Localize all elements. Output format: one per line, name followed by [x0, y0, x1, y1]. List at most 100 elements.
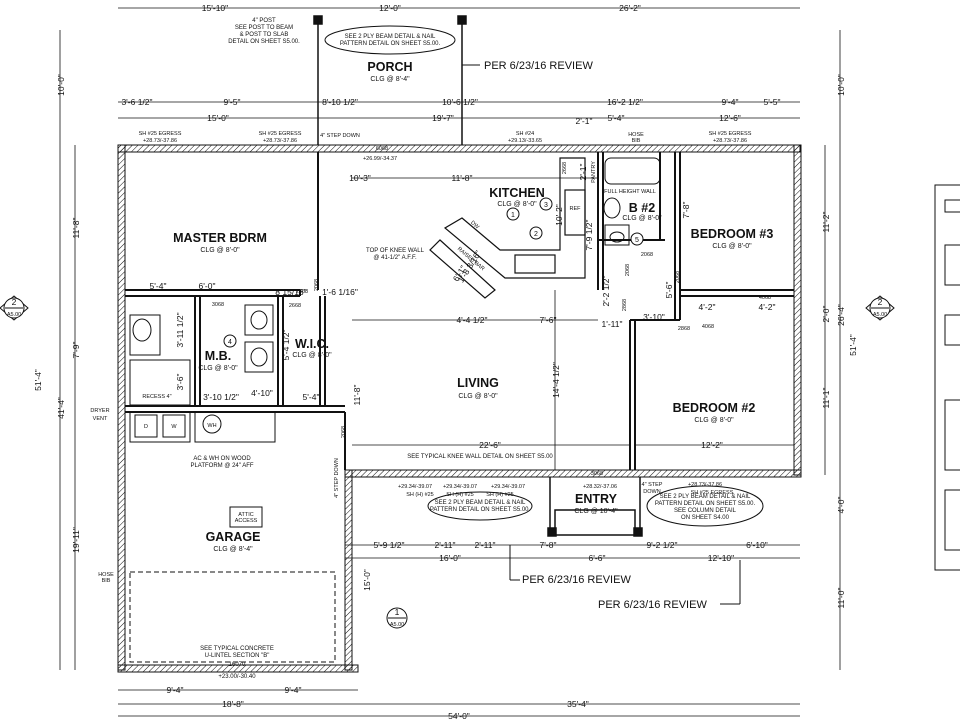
room-garage: GARAGE [206, 530, 261, 544]
note-ref: REF [570, 206, 582, 212]
door-tag-4: 2868 [678, 326, 690, 332]
dim-int-14: 2'-2 1/2" [601, 275, 611, 306]
door-tag-13: 2868 [296, 289, 308, 295]
room-bed2-clg: CLG @ 8'-0" [694, 417, 734, 424]
dim-bottom1-f: 6'-10" [746, 540, 768, 550]
note-step-side: 4" STEP DOWN [334, 458, 340, 498]
note-pb-4: +28.32/-37.06 [583, 484, 617, 490]
dim-left2-a: 51'-4" [33, 369, 43, 391]
room-bed2: BEDROOM #2 [673, 401, 756, 415]
label-washer-w: W [171, 424, 177, 430]
note-pb-2: +29.34/-39.07 [443, 484, 477, 490]
note-egress3-a: SH #25 EGRESS [709, 131, 752, 137]
note-sh24-a: SH #24 [516, 131, 534, 137]
section-marker-bottom: 1 A5.00 [386, 607, 408, 629]
dim-int-1: 5'-4" [150, 281, 167, 291]
note-pb-1: +29.34/-39.07 [398, 484, 432, 490]
dim-top3-c: 2'-1" [576, 116, 593, 126]
dim-top3-e: 12'-6" [719, 113, 741, 123]
dim-int-12: 10'-2" [554, 204, 564, 226]
dim-bottom3-a: 9'-4" [167, 685, 184, 695]
dim-left1-a: 10'-0" [56, 74, 66, 96]
note-dryer-b: VENT [93, 416, 108, 422]
dim-bottom2-b: 6'-6" [589, 553, 606, 563]
review-note-mid: PER 6/23/16 REVIEW [522, 574, 631, 586]
note-hose-side-b: BIB [102, 578, 111, 584]
dim-bed2-width: 12'-2" [701, 440, 723, 450]
note-post-4: DETAIL ON SHEET S5.00. [228, 39, 300, 45]
section-marker-right: 2 A5.00 [865, 295, 895, 321]
room-wic-clg: CLG @ 8'-0" [292, 352, 332, 359]
dim-bottom1-d: 7'-8" [540, 540, 557, 550]
note-attic-2: ACCESS [235, 518, 258, 524]
dim-top3-b: 19'-7" [432, 113, 454, 123]
dim-top1-b: 12'-0" [379, 3, 401, 13]
dim-living-width: 22'-6" [479, 440, 501, 450]
note-sh-2: SH (H) #25 [446, 492, 474, 498]
dim-right1-c: 2'-0" [821, 306, 831, 323]
note-hose-side-a: HOSE [98, 572, 114, 578]
marker-left-num: 2 [12, 297, 17, 307]
room-bed3: BEDROOM #3 [691, 227, 774, 241]
note-full-wall: FULL HEIGHT WALL [604, 189, 656, 195]
room-entry-clg: CLG @ 10'-4" [574, 508, 618, 515]
tag-4: 4 [228, 339, 232, 346]
note-pantry: PANTRY [591, 161, 597, 183]
dim-bottom1-b: 2'-11" [434, 540, 455, 550]
dim-top2-a: 3'-6 1/2" [121, 97, 152, 107]
note-beam-br-2: PATTERN DETAIL ON SHEET S5.00. [655, 501, 756, 507]
note-egress2-b: +28.73/-37.86 [263, 138, 297, 144]
note-egress2-a: SH #25 EGRESS [259, 131, 302, 137]
dim-int-5: 4'-4 1/2" [456, 315, 487, 325]
dimension-lines [59, 7, 841, 717]
door-tag-3: 2068 [314, 279, 320, 291]
note-sh-3: SH (H) #25 [486, 492, 514, 498]
dim-bed3-height: 7'-8" [681, 202, 691, 219]
dim-top3-d: 5'-4" [608, 113, 625, 123]
dim-bottom4-b: 35'-4" [567, 699, 589, 709]
room-mb-clg: CLG @ 8'-0" [198, 365, 238, 372]
adjacent-sheet-fragment [934, 184, 960, 571]
kitchen-counter [429, 157, 586, 299]
dim-int-3: 8 15/16" [275, 287, 306, 297]
door-tag-1: 3068 [212, 302, 224, 308]
note-hose-top-a: HOSE [628, 132, 644, 138]
room-wic: W.I.C. [295, 337, 329, 351]
tag-1: 1 [511, 212, 515, 219]
note-egress1-b: +28.73/-37.86 [143, 138, 177, 144]
note-beam-br-3: SEE COLUMN DETAIL [674, 508, 737, 514]
room-porch: PORCH [367, 60, 412, 74]
room-mb: M.B. [205, 349, 231, 363]
note-ac-2: PLATFORM @ 24" AFF [190, 463, 253, 469]
dim-bottom3-b: 9'-4" [285, 685, 302, 695]
tag-2: 2 [534, 231, 538, 238]
dim-left1-c: 7'-9" [71, 342, 81, 359]
dim-living-height: 14'-4 1/2" [551, 362, 561, 398]
note-attic-1: ATTIC [238, 512, 254, 518]
note-recess: RECESS 4" [142, 394, 171, 400]
dim-int-2: 6'-0" [199, 281, 216, 291]
room-bath2-clg: CLG @ 8'-0" [622, 215, 662, 222]
note-step-entry-2: DOWN [643, 489, 660, 495]
note-pb-5: +28.73/-37.86 [688, 482, 722, 488]
note-knee-top-1: TOP OF KNEE WALL [366, 248, 425, 254]
note-pb-3: +29.34/-39.07 [491, 484, 525, 490]
dim-top2-f: 9'-4" [722, 97, 739, 107]
marker-bottom-num: 1 [395, 607, 400, 617]
section-marker-left: 2 A5.00 [0, 295, 29, 321]
marker-left-sheet: A5.00 [7, 312, 21, 318]
door-tag-7: 2668 [562, 162, 568, 174]
marker-right-sheet: A5.00 [873, 312, 887, 318]
dim-porch-vertical: 15'-0" [362, 569, 372, 591]
note-pressure-top: +26.99/-34.37 [363, 156, 397, 162]
review-note-bottom: PER 6/23/16 REVIEW [598, 599, 707, 611]
marker-bottom-sheet: A5.00 [390, 622, 404, 628]
dim-int-6: 7'-6" [540, 315, 557, 325]
door-tag-8: 2068 [641, 252, 653, 258]
door-tag-10: 4068 [759, 295, 771, 301]
note-concrete-2: U-LINTEL SECTION "B" [205, 653, 270, 659]
dim-int-9: 4'-2" [699, 302, 716, 312]
note-beam-br-1: SEE 2 PLY BEAM DETAIL & NAIL [660, 494, 751, 500]
dim-int-18: 3'-10 1/2" [203, 392, 239, 402]
room-entry: ENTRY [575, 492, 618, 506]
